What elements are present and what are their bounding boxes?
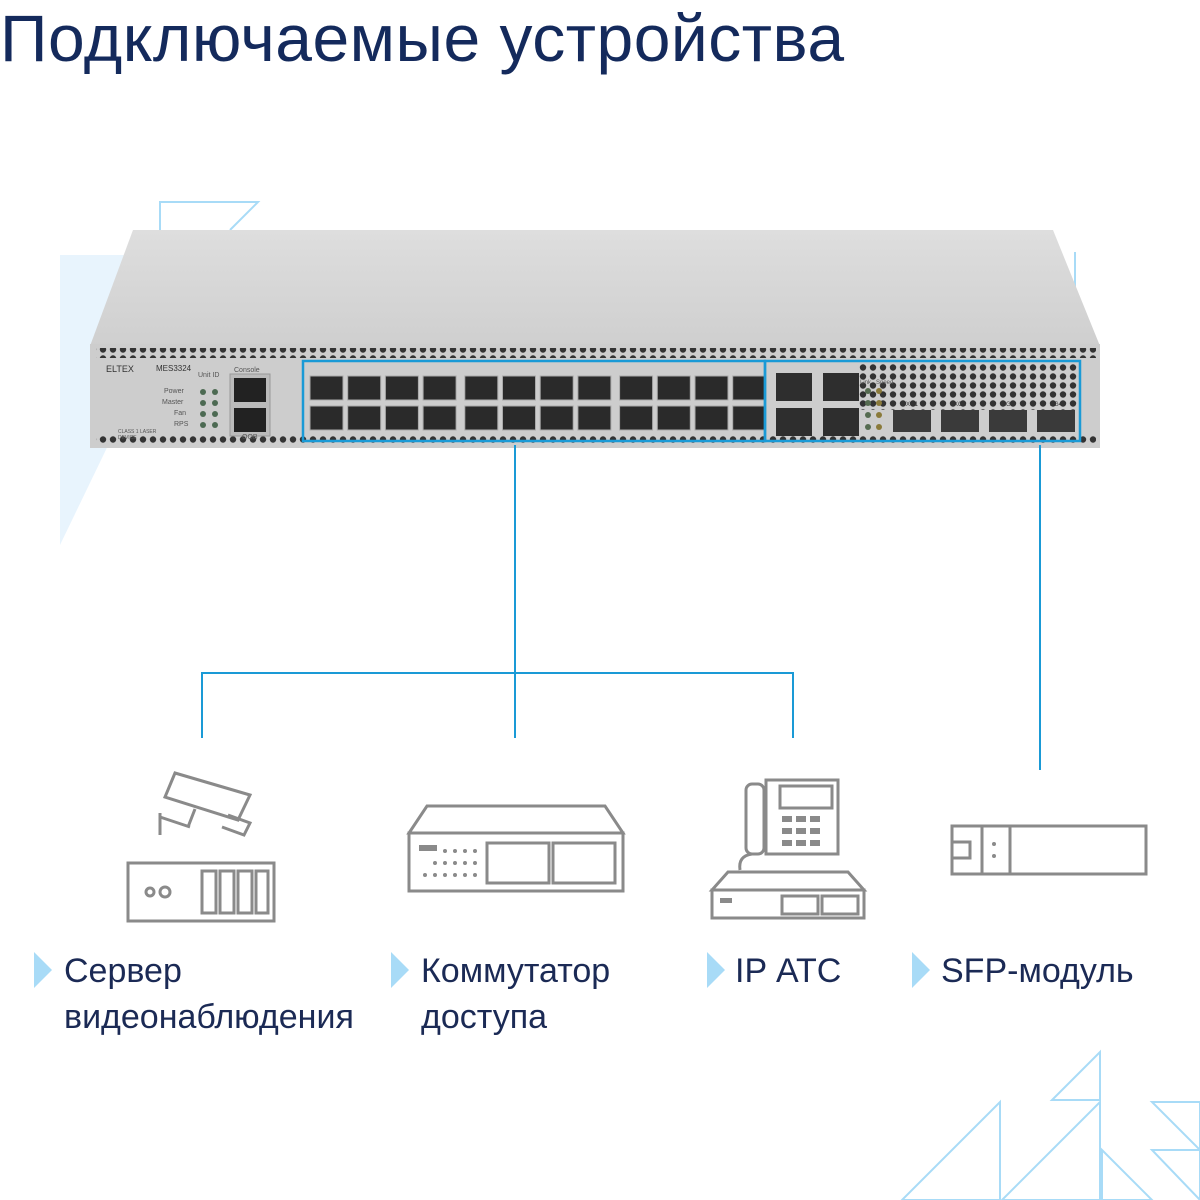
sfp-plus-port [941,410,979,432]
rj45-port [422,405,457,431]
rj45-port [577,375,612,401]
rj45-port [577,405,612,431]
xg-port-label: XG2 [954,402,967,408]
rj45-port [422,375,457,401]
sfp-port [776,373,812,401]
led-label: RPS [174,421,189,428]
led-label: Master [162,399,184,406]
sfp-port [776,408,812,436]
rj45-port [502,375,536,401]
rj45-port [694,375,729,401]
access-switch-icon [406,804,626,893]
sfp-port [823,408,859,436]
sfp-module-icon [950,824,1148,876]
switch-body-illustration [90,230,1100,448]
laser-label: CLASS 1 LASER DEVICE [118,429,157,441]
xg-port-label: XG4 [1050,402,1063,408]
switch-brand: ELTEX [106,364,134,374]
xg-port-label: XG3 [1002,402,1015,408]
rj45-port [309,375,344,401]
bullet-icon [707,952,725,988]
led-label: Fan [174,410,187,417]
unit-id-label: Unit ID [198,372,220,379]
led-label: Power [164,388,184,395]
rj45-port [464,405,499,431]
sfp-plus-port [989,410,1027,432]
switch-model: MES3324 [156,364,192,373]
rj45-port [464,375,499,401]
ip-pbx-icon [708,778,868,920]
bullet-icon [34,952,52,988]
rj45-port [732,375,767,401]
rj45-port [347,405,382,431]
device-label-sfp-module: SFP-модуль [941,952,1134,990]
speed-label: Speed [876,380,894,386]
sfp-plus-port [893,410,931,432]
rj45-port [619,375,654,401]
device-label-ip-pbx: IP АТС [735,952,842,990]
rj45-port [694,405,729,431]
rj45-port [656,375,691,401]
network-switch: ELTEX MES3324 Unit ID Console OOB Power … [88,228,1103,448]
sfp-port [823,373,859,401]
bullet-icon [391,952,409,988]
cctv-server-icon [126,771,276,923]
rj45-port [732,405,767,431]
link-label: Link [860,380,872,386]
rj45-port [502,405,536,431]
rj45-port [384,375,419,401]
rj45-port [384,405,419,431]
rj45-port [539,375,574,401]
rj45-port [309,405,344,431]
rj45-port [656,405,691,431]
rj45-port [619,405,654,431]
xg-port-label: XG1 [906,402,919,408]
sfp-plus-port [1037,410,1075,432]
page-title: Подключаемые устройства [0,1,845,75]
bullet-icon [912,952,930,988]
oob-label: OOB [242,434,258,441]
rj45-port [539,405,574,431]
console-label: Console [234,367,260,374]
rj45-port [347,375,382,401]
